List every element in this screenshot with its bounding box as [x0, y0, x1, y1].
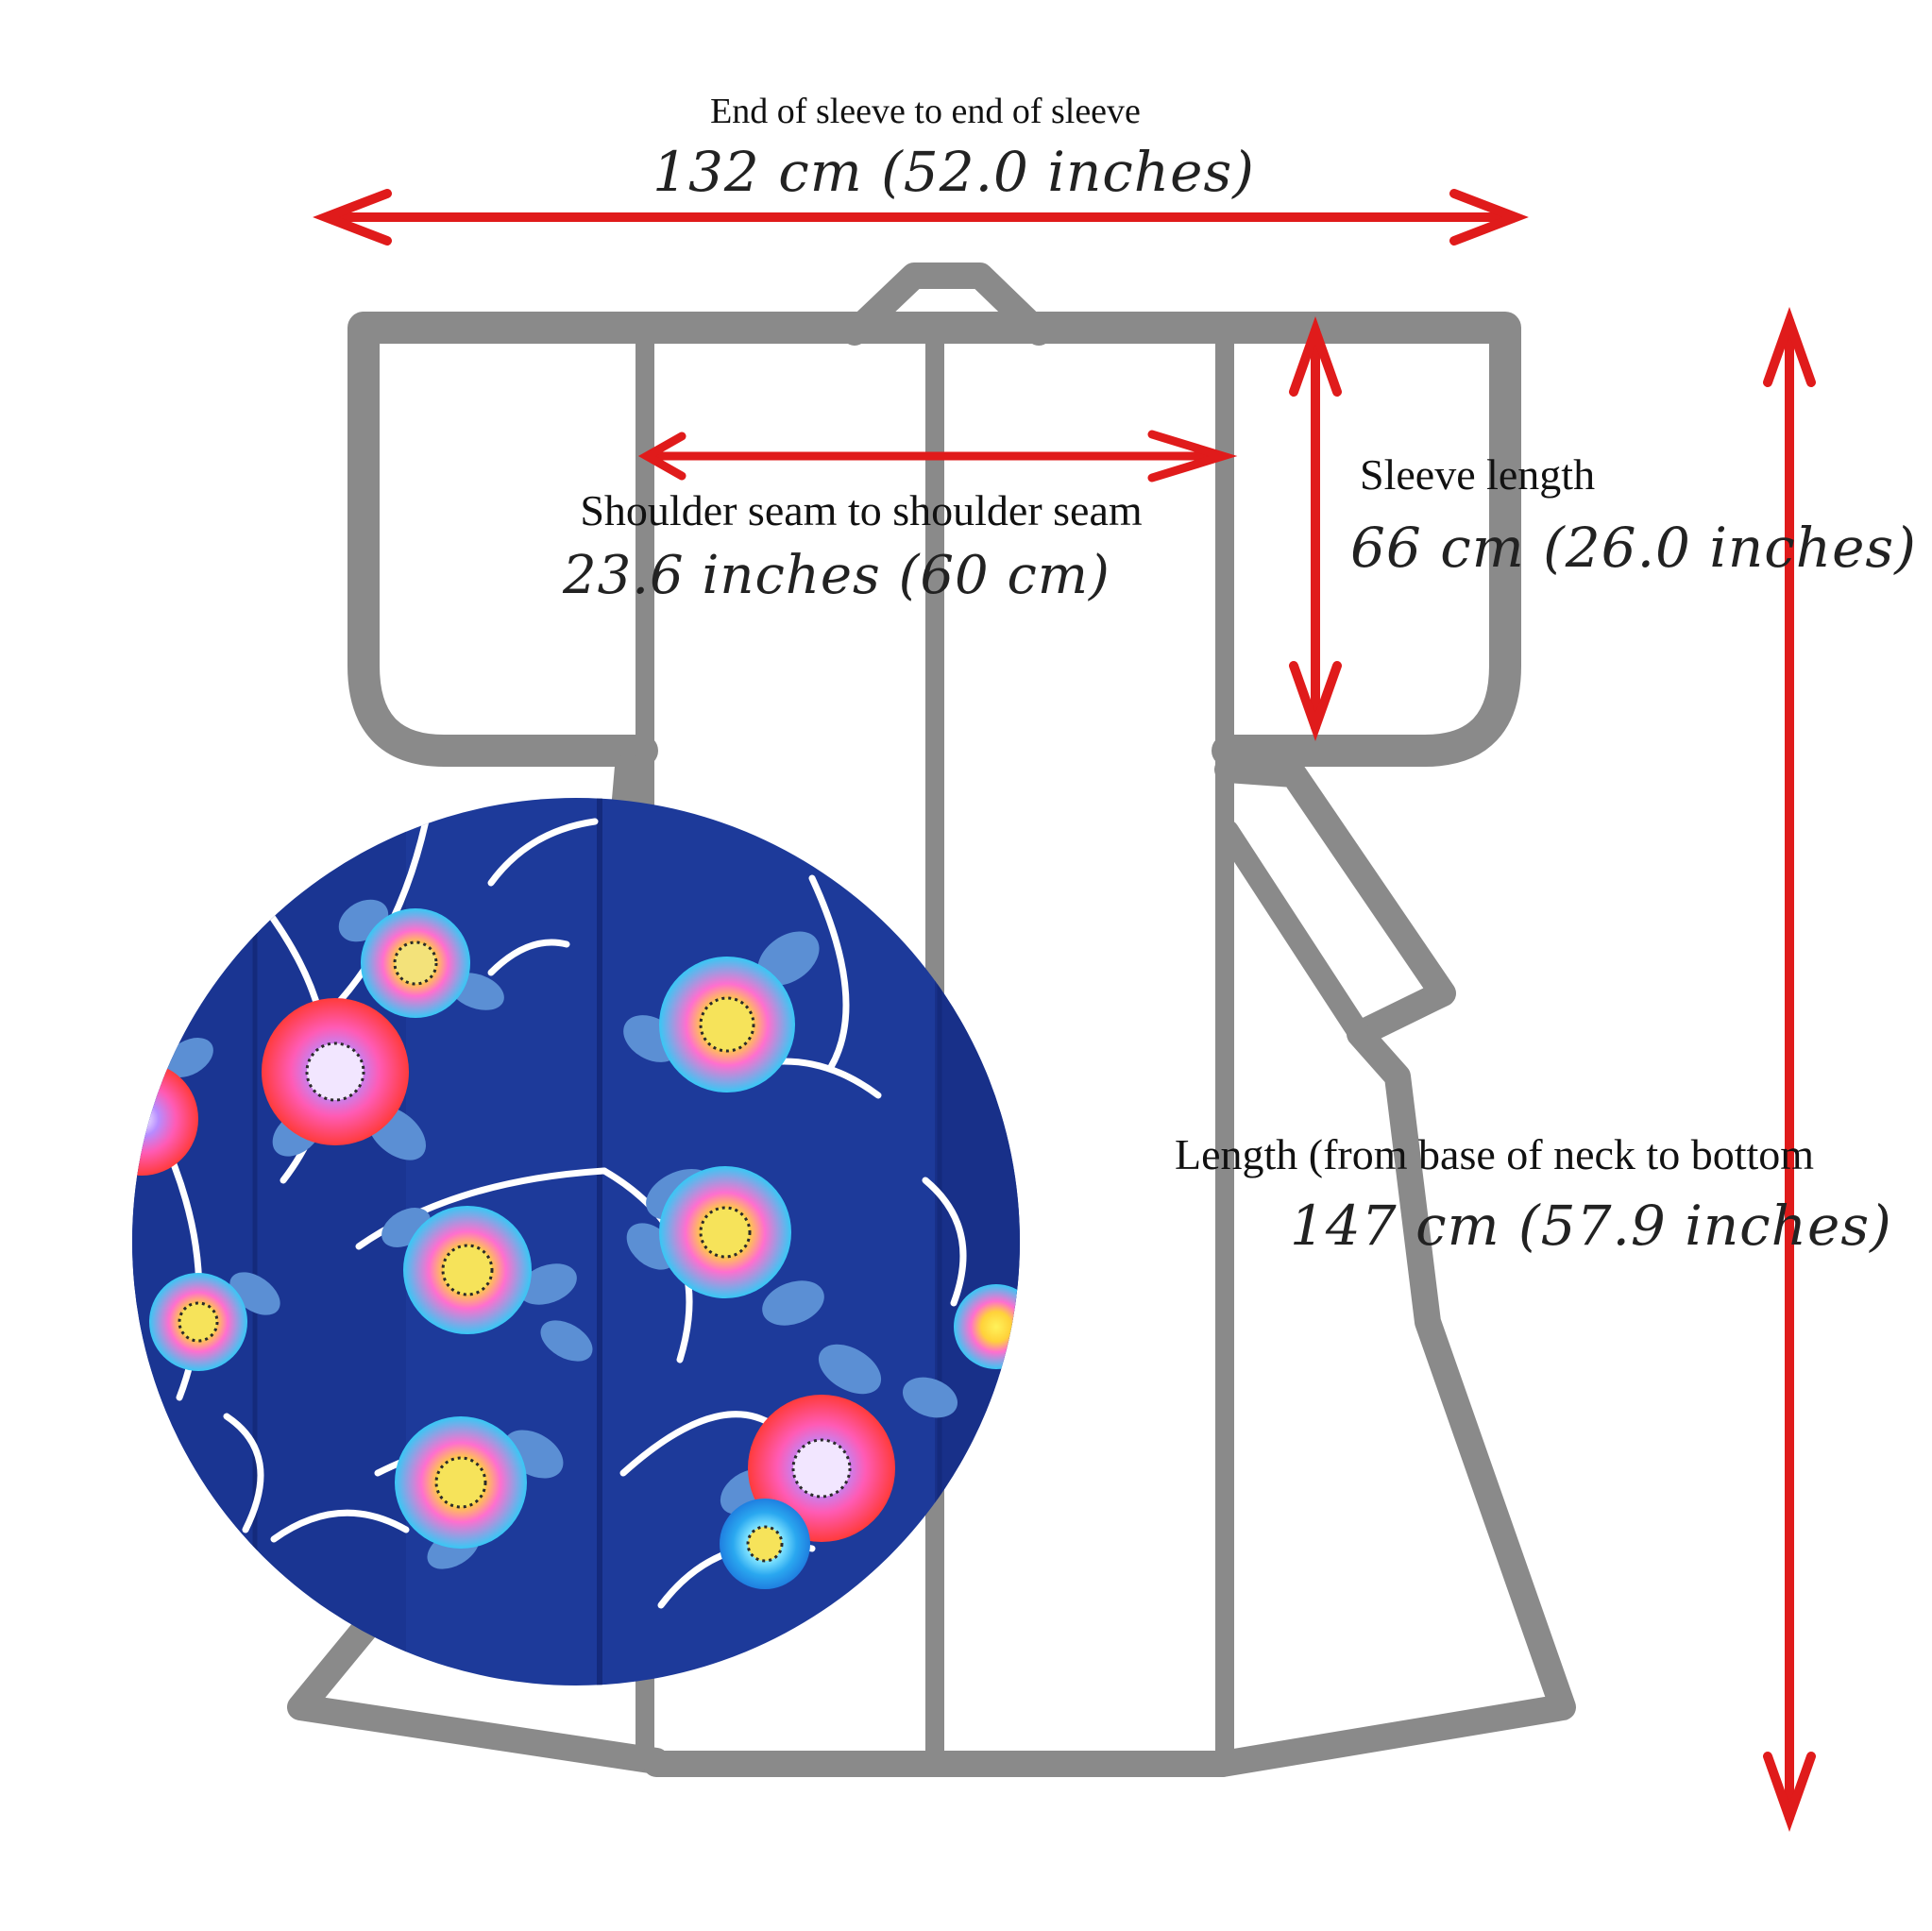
fabric-swatch-sunflower-pattern-icon	[132, 798, 1020, 1685]
sleeve-length-title: Sleeve length	[1360, 450, 1595, 499]
length-title: Length (from base of neck to bottom	[1175, 1130, 1814, 1178]
arrow-length	[1763, 307, 1816, 1832]
kimono-overlap-fold	[1216, 820, 1371, 1045]
sleeve-to-sleeve-value: 132 cm (52.0 inches)	[652, 140, 1255, 204]
arrow-sleeve-to-sleeve	[313, 189, 1529, 246]
shoulder-to-shoulder-value: 23.6 inches (60 cm)	[562, 545, 1110, 606]
sleeve-length-value: 66 cm (26.0 inches)	[1350, 516, 1917, 580]
arrow-shoulder-to-shoulder	[637, 430, 1238, 483]
label-sleeve-to-sleeve: End of sleeve to end of sleeve 132 cm (5…	[652, 92, 1255, 204]
kimono-sleeves-outline	[347, 312, 1521, 767]
kimono-right-edge	[1210, 756, 1576, 1777]
shoulder-to-shoulder-title: Shoulder seam to shoulder seam	[580, 486, 1143, 534]
sleeve-to-sleeve-title: End of sleeve to end of sleeve	[710, 92, 1141, 131]
label-sleeve-length: Sleeve length 66 cm (26.0 inches)	[1350, 450, 1917, 580]
label-shoulder-to-shoulder: Shoulder seam to shoulder seam 23.6 inch…	[562, 486, 1143, 606]
kimono-collar	[841, 263, 1052, 346]
label-length: Length (from base of neck to bottom 147 …	[1175, 1130, 1892, 1258]
arrow-sleeve-length	[1289, 316, 1342, 741]
length-value: 147 cm (57.9 inches)	[1290, 1194, 1892, 1258]
